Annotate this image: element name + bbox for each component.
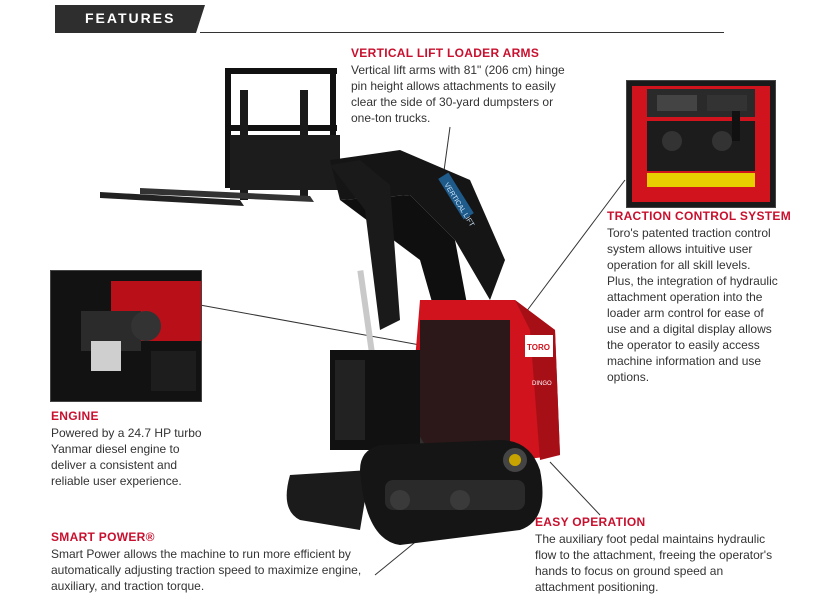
- lift-arms-line: one-ton trucks.: [351, 111, 431, 125]
- traction-line: options.: [607, 370, 650, 384]
- smart-power-line: Smart Power allows the machine to run mo…: [51, 547, 351, 561]
- easy-operation-description: The auxiliary foot pedal maintains hydra…: [535, 531, 805, 595]
- smart-power-line: automatically adjusting traction speed t…: [51, 563, 362, 577]
- machine-body: TORO DINGO: [330, 300, 560, 470]
- engine-line: Yanmar diesel engine to: [51, 442, 180, 456]
- section-header-label: FEATURES: [85, 10, 176, 26]
- loader-arms: VERTICAL LIFT: [330, 150, 505, 380]
- lift-arms-title: VERTICAL LIFT LOADER ARMS: [351, 46, 540, 60]
- easy-operation-line: hands to focus on ground speed an: [535, 564, 724, 578]
- tracks: [286, 440, 543, 545]
- traction-line: use and a digital display allows: [607, 322, 772, 336]
- traction-line: system allows intuitive user: [607, 242, 753, 256]
- engine-line: deliver a consistent and: [51, 458, 178, 472]
- traction-line: operation for all skill levels.: [607, 258, 751, 272]
- engine-title: ENGINE: [51, 409, 99, 423]
- easy-operation-line: flow to the attachment, freeing the oper…: [535, 548, 773, 562]
- smart-power-description: Smart Power allows the machine to run mo…: [51, 546, 391, 594]
- traction-line: machine information and use: [607, 354, 762, 368]
- engine-line: reliable user experience.: [51, 474, 182, 488]
- traction-line: Plus, the integration of hydraulic: [607, 274, 778, 288]
- lift-arms-description: Vertical lift arms with 81" (206 cm) hin…: [351, 62, 591, 126]
- lift-arms-line: pin height allows attachments to easily: [351, 79, 556, 93]
- easy-operation-line: The auxiliary foot pedal maintains hydra…: [535, 532, 766, 546]
- section-header-bar: FEATURES: [55, 5, 205, 33]
- smart-power-line: auxiliary, and traction torque.: [51, 579, 205, 593]
- traction-line: the operator to easily access: [607, 338, 760, 352]
- callout-line-traction: [519, 179, 626, 321]
- traction-line: Toro's patented traction control: [607, 226, 771, 240]
- traction-description: Toro's patented traction control system …: [607, 225, 812, 385]
- brand-logo-text: TORO: [527, 343, 550, 352]
- pallet-forks: [100, 68, 340, 206]
- engine-description: Powered by a 24.7 HP turbo Yanmar diesel…: [51, 425, 251, 489]
- engine-photo: [50, 270, 202, 402]
- easy-operation-line: attachment positioning.: [535, 580, 659, 594]
- engine-line: Powered by a 24.7 HP turbo: [51, 426, 202, 440]
- header-divider: [200, 32, 724, 33]
- callout-line-engine: [199, 304, 421, 346]
- traction-line: loader arm control for ease of: [607, 306, 764, 320]
- model-badge-text: DINGO: [532, 381, 552, 387]
- smart-power-title: SMART POWER®: [51, 530, 155, 544]
- traction-control-photo: [626, 80, 776, 208]
- lift-arms-line: Vertical lift arms with 81" (206 cm) hin…: [351, 63, 565, 77]
- traction-line: attachment operation into the: [607, 290, 763, 304]
- easy-operation-title: EASY OPERATION: [535, 515, 646, 529]
- callout-line-easy-operation: [549, 461, 601, 516]
- lift-arms-line: clear the side of 30-yard dumpsters or: [351, 95, 554, 109]
- traction-title: TRACTION CONTROL SYSTEM: [607, 209, 792, 223]
